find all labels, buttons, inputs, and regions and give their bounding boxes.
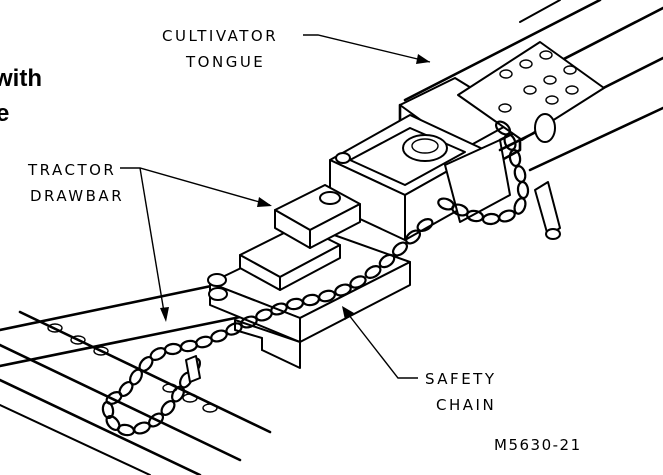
label-tongue: TONGUE: [185, 53, 265, 71]
plate-holes: [498, 50, 579, 113]
tractor-drawbar: [0, 184, 411, 369]
label-cultivator: CULTIVATOR: [162, 27, 278, 45]
hitch-clevis: [329, 113, 561, 241]
cropped-heading: with e: [0, 65, 42, 127]
cross-bar: [0, 310, 272, 475]
label-safety: SAFETY: [425, 370, 497, 388]
heading-line-1: with: [0, 65, 42, 92]
safety-chain: [101, 120, 530, 437]
label-tractor: TRACTOR: [27, 161, 116, 179]
callout-labels: CULTIVATOR TONGUE TRACTOR DRAWBAR SAFETY…: [27, 27, 582, 454]
label-chain: CHAIN: [436, 396, 496, 414]
leader-lines: [120, 34, 431, 379]
label-drawbar: DRAWBAR: [30, 187, 124, 205]
figure-id: M5630-21: [494, 436, 582, 454]
cultivator-tongue: [398, 0, 663, 184]
heading-line-2: e: [0, 100, 9, 127]
